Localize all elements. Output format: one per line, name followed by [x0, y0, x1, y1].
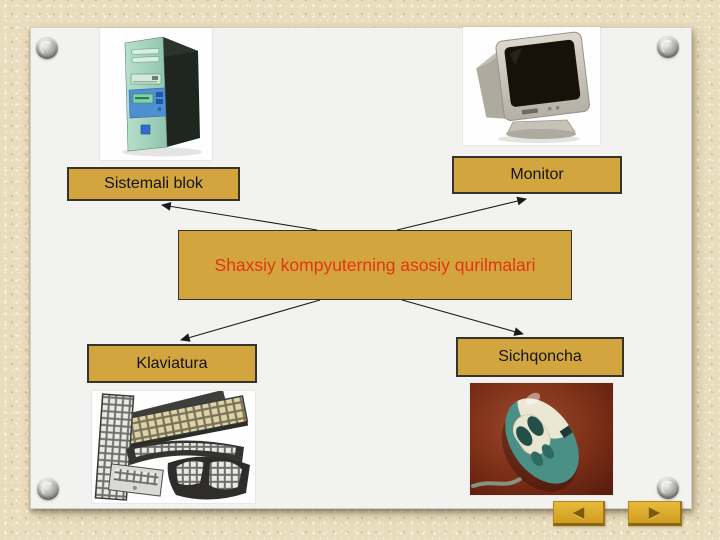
- node-monitor: Monitor: [452, 156, 622, 194]
- node-keyboard: Klaviatura: [87, 344, 257, 383]
- screw-top-left-icon: [36, 37, 58, 59]
- previous-arrow-icon: ◀: [572, 503, 585, 521]
- center-node: Shaxsiy kompyuterning asosiy qurilmalari: [178, 230, 572, 300]
- previous-slide-button[interactable]: ◀: [553, 501, 605, 526]
- screw-bottom-right-icon: [657, 477, 679, 499]
- system-unit-photo: [100, 28, 212, 160]
- screw-bottom-left-icon: [37, 478, 59, 500]
- keyboard-photo: [92, 391, 255, 503]
- node-mouse: Sichqoncha: [456, 337, 624, 377]
- center-node-label: Shaxsiy kompyuterning asosiy qurilmalari: [214, 254, 536, 275]
- node-mouse-label: Sichqoncha: [498, 348, 582, 365]
- node-keyboard-label: Klaviatura: [136, 354, 208, 372]
- node-system-unit-label: Sistemali blok: [104, 175, 203, 192]
- node-system-unit: Sistemali blok: [67, 167, 240, 201]
- next-arrow-icon: ▶: [648, 503, 661, 521]
- mouse-photo: [470, 383, 613, 495]
- node-monitor-label: Monitor: [510, 166, 564, 183]
- next-slide-button[interactable]: ▶: [628, 501, 682, 526]
- screw-top-right-icon: [657, 36, 679, 58]
- monitor-photo: [463, 27, 600, 145]
